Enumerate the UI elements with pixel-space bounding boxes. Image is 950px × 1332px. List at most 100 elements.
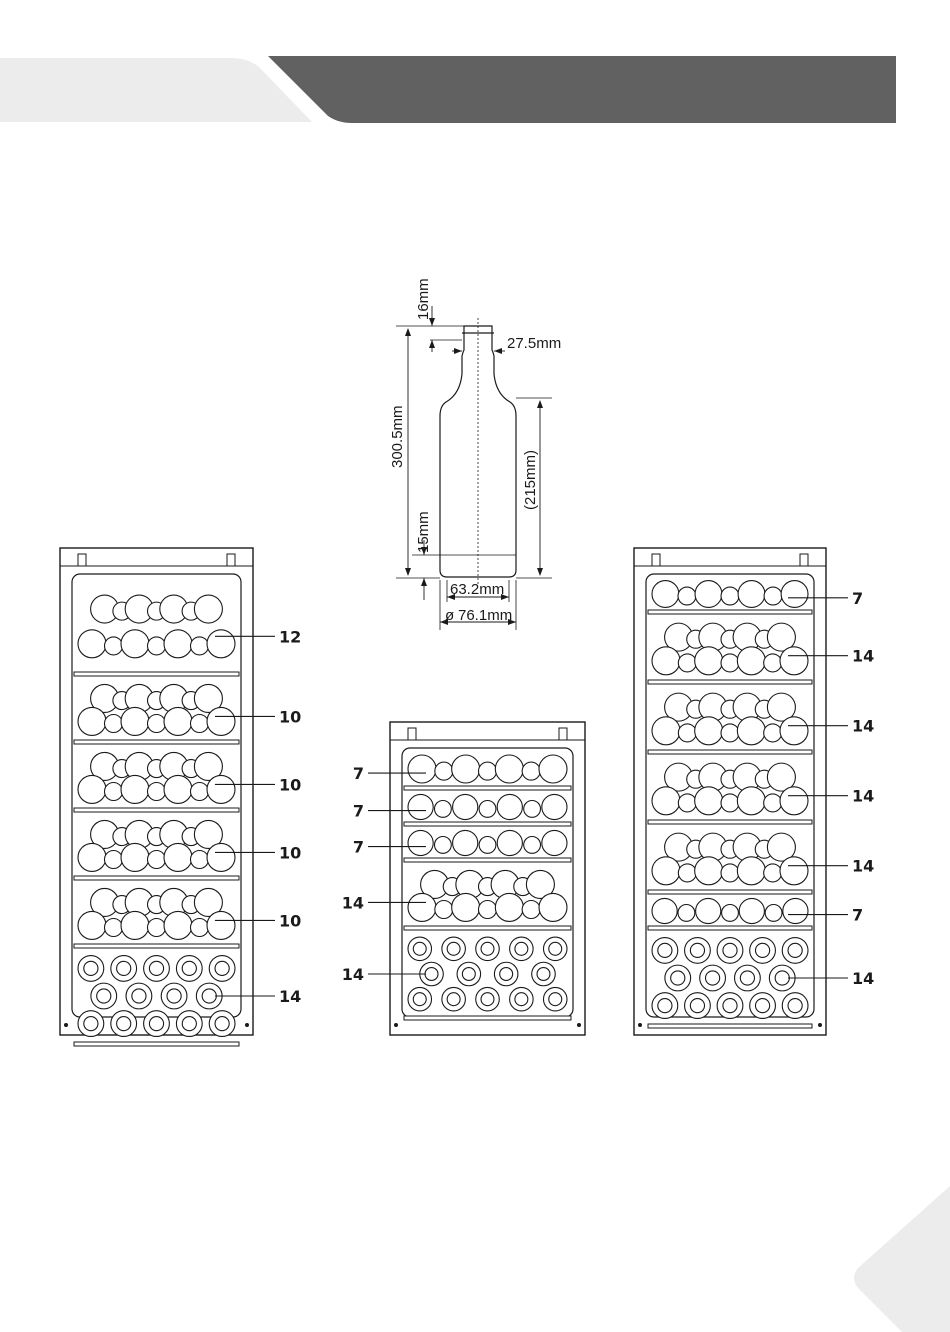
bottle-end	[435, 762, 453, 780]
bottle-count-label: 7	[852, 589, 863, 608]
bottle-end	[780, 787, 808, 815]
bottle-end	[737, 787, 765, 815]
bottle-end	[126, 983, 152, 1009]
bottle-end	[111, 1011, 137, 1037]
bottle-end	[191, 919, 209, 937]
bottle-end	[750, 993, 776, 1019]
bottle-count-label: 7	[353, 802, 364, 821]
dim-neck-top: 16mm	[415, 278, 432, 320]
bottle-end	[652, 787, 680, 815]
bottle-end	[721, 587, 739, 605]
bottle-count-label: 14	[852, 857, 874, 876]
bottle-end	[408, 755, 436, 783]
bottle-end	[678, 654, 696, 672]
bottle-end	[408, 987, 432, 1011]
bottle-end	[678, 864, 696, 882]
bottle-end	[148, 919, 166, 937]
shelf-rail	[74, 808, 239, 812]
diameter-symbol: ø	[445, 607, 454, 624]
bottle-end	[695, 857, 723, 885]
bottle-end	[652, 717, 680, 745]
foot	[818, 1023, 822, 1027]
bottle-end	[737, 857, 765, 885]
shelf-rail	[648, 680, 812, 684]
bottle-end	[111, 956, 137, 982]
bottle-count-label: 12	[279, 627, 301, 646]
bottle-end	[78, 775, 106, 803]
bottle-end	[750, 938, 776, 964]
bottle-end	[532, 962, 556, 986]
foot	[394, 1023, 398, 1027]
bottle-end	[782, 938, 808, 964]
bottle-end	[161, 983, 187, 1009]
bottle-end	[497, 830, 522, 855]
bottle-end	[164, 911, 192, 939]
bottle-count-label: 10	[279, 707, 301, 726]
bottle-end	[510, 937, 534, 961]
bottle-end	[685, 993, 711, 1019]
bottle-end	[678, 724, 696, 742]
bottle-end	[737, 717, 765, 745]
bottle-end	[780, 717, 808, 745]
bottle-end	[207, 843, 235, 871]
bottle-end	[717, 993, 743, 1019]
bottle-end	[452, 893, 480, 921]
bottle-end	[191, 783, 209, 801]
shelf-rail	[648, 820, 812, 824]
bottle-count-label: 14	[852, 717, 874, 736]
bottle-end	[408, 893, 436, 921]
bottle-end	[495, 755, 523, 783]
bottle-end	[164, 630, 192, 658]
shelf-rail	[648, 926, 812, 930]
bottle-end	[678, 904, 695, 921]
foot	[64, 1023, 68, 1027]
bottle-end	[78, 707, 106, 735]
bottle-end	[191, 637, 209, 655]
bottle-end	[78, 911, 106, 939]
bottle-count-label: 14	[852, 969, 874, 988]
corner-tab	[854, 1186, 950, 1332]
bottle-count-label: 7	[353, 838, 364, 857]
shelf-rail	[74, 1042, 239, 1046]
bottle-end	[479, 901, 497, 919]
bottle-end	[105, 783, 123, 801]
bottle-end	[148, 851, 166, 869]
bottle-end	[408, 830, 433, 855]
bottle-end	[91, 983, 117, 1009]
bottle-end	[695, 581, 722, 608]
left-cabinet: 121010101014	[60, 548, 301, 1046]
bottle-end	[764, 794, 782, 812]
bottle-end	[764, 724, 782, 742]
bottle-end	[783, 898, 808, 923]
bottle-count-label: 14	[342, 965, 364, 984]
shelf-rail	[74, 740, 239, 744]
bottle-end	[78, 1011, 104, 1037]
bottle-end	[121, 630, 149, 658]
bottle-count-label: 14	[342, 893, 364, 912]
bottle-end	[453, 830, 478, 855]
bottle-end	[164, 775, 192, 803]
bottle-end	[191, 715, 209, 733]
bottle-count-label: 14	[852, 647, 874, 666]
bottle-end	[695, 647, 723, 675]
bottle-end	[721, 864, 739, 882]
bottle-end	[495, 893, 523, 921]
bottle-end	[479, 800, 496, 817]
bottle-end	[442, 937, 466, 961]
shelf-rail	[404, 822, 571, 826]
shelf-rail	[404, 786, 571, 790]
shelf-rail	[404, 858, 571, 862]
bottle-end	[78, 630, 106, 658]
bottle-count-label: 10	[279, 911, 301, 930]
bottle-end	[435, 901, 453, 919]
bottle-end	[652, 938, 678, 964]
dim-base-height: 15mm	[415, 511, 432, 553]
bottle-count-label: 10	[279, 775, 301, 794]
bottle-end	[176, 1011, 202, 1037]
bottle-end	[652, 581, 679, 608]
bottle-end	[543, 987, 567, 1011]
foot	[245, 1023, 249, 1027]
shelf-rail	[648, 890, 812, 894]
bottle-end	[121, 775, 149, 803]
bottle-end	[522, 762, 540, 780]
